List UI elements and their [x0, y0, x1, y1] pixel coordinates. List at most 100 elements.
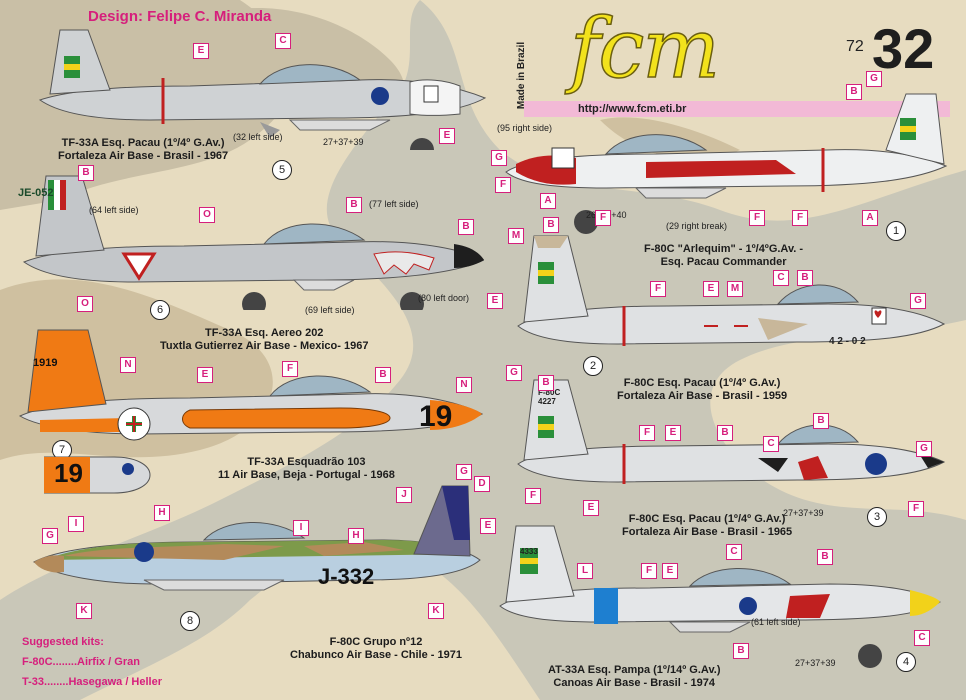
decal-tag-b: B: [543, 217, 559, 233]
decal-tag-b: B: [717, 425, 733, 441]
decal-tag-e: E: [487, 293, 503, 309]
aircraft-bort: 19: [54, 458, 83, 488]
kits-heading: Suggested kits:: [22, 636, 104, 648]
note-61-left-side: (61 left side): [751, 617, 801, 627]
aircraft-subtitle: Tuxtla Gutierrez Air Base - Mexico- 1967: [160, 340, 369, 352]
aircraft-serial: JE-052: [18, 187, 54, 199]
aircraft-number-badge: 8: [180, 611, 200, 631]
aircraft-number-badge: 6: [150, 300, 170, 320]
decal-tag-k: K: [76, 603, 92, 619]
decal-tag-b: B: [846, 84, 862, 100]
note-29-right-break: (29 right break): [666, 221, 728, 231]
decal-tag-g: G: [910, 293, 926, 309]
decal-tag-j: J: [396, 487, 412, 503]
decal-tag-f: F: [282, 361, 298, 377]
decal-tag-m: M: [508, 228, 524, 244]
url-bar: [524, 101, 950, 117]
aircraft-7-nose-detail: [44, 456, 151, 494]
decal-tag-h: H: [348, 528, 364, 544]
design-credit: Design: Felipe C. Miranda: [88, 8, 272, 25]
decal-tag-d: D: [474, 476, 490, 492]
decal-tag-b: B: [733, 643, 749, 659]
aircraft-subtitle: 11 Air Base, Beja - Portugal - 1968: [218, 469, 395, 481]
aircraft-title: TF-33A Esq. Aereo 202: [205, 327, 324, 339]
aircraft-caption: F-80C Grupo nº12 Chabunco Air Base - Chi…: [290, 636, 462, 662]
decal-tag-c: C: [914, 630, 930, 646]
decal-tag-f: F: [525, 488, 541, 504]
aircraft-7-profile: [18, 329, 484, 441]
decal-tag-e: E: [665, 425, 681, 441]
aircraft-caption: F-80C Esq. Pacau (1º/4º G.Av.) Fortaleza…: [617, 377, 787, 403]
decal-tag-g: G: [916, 441, 932, 457]
decal-tag-a: A: [862, 210, 878, 226]
decal-tag-c: C: [773, 270, 789, 286]
aircraft-title: F-80C Esq. Pacau (1º/4º G.Av.): [628, 513, 786, 525]
scale-label: 72: [846, 38, 864, 55]
aircraft-4-profile: [499, 525, 941, 668]
aircraft-title: TF-33A Esquadrão 103: [247, 456, 366, 468]
aircraft-caption: F-80C "Arlequim" - 1º/4ºG.Av. - Esq. Pac…: [644, 243, 803, 269]
suggested-kits: Suggested kits: F-80C........Airfix / Gr…: [22, 632, 162, 692]
decal-tag-f: F: [749, 210, 765, 226]
aircraft-serial: 1919: [33, 357, 58, 369]
decal-tag-b: B: [78, 165, 94, 181]
aircraft-subtitle: Fortaleza Air Base - Brasil - 1959: [617, 390, 788, 402]
note-32-left-side: (32 left side): [233, 132, 283, 142]
aircraft-subtitle: Chabunco Air Base - Chile - 1971: [290, 649, 462, 661]
aircraft-caption: TF-33A Esq. Aereo 202 Tuxtla Gutierrez A…: [160, 327, 368, 353]
decal-tag-b: B: [817, 549, 833, 565]
decal-tag-c: C: [763, 436, 779, 452]
decal-tag-c: C: [726, 544, 742, 560]
aircraft-2-profile: [517, 235, 946, 346]
kit-line-f80c: F-80C........Airfix / Gran: [22, 656, 140, 668]
aircraft-8-profile: [33, 485, 481, 591]
decal-tag-c: C: [275, 33, 291, 49]
combo-number: 27+37+39: [323, 137, 364, 147]
aircraft-6-profile: [22, 175, 484, 310]
decal-tag-b: B: [813, 413, 829, 429]
decal-tag-i: I: [68, 516, 84, 532]
decal-tag-e: E: [662, 563, 678, 579]
aircraft-serial: F-80C 4227: [538, 388, 561, 406]
brand-logo: fcm: [569, 1, 721, 98]
aircraft-caption: AT-33A Esq. Pampa (1º/14º G.Av.) Canoas …: [548, 664, 720, 690]
decal-tag-b: B: [538, 375, 554, 391]
note-77-left-side: (77 left side): [369, 199, 419, 209]
decal-tag-l: L: [577, 563, 593, 579]
aircraft-subtitle: Fortaleza Air Base - Brasil - 1965: [622, 526, 793, 538]
sheet-number: 32: [872, 17, 935, 80]
website-url: http://www.fcm.eti.br: [578, 103, 687, 115]
aircraft-bort: 19: [419, 400, 453, 433]
decal-tag-e: E: [703, 281, 719, 297]
combo-number: 27+37+39: [783, 508, 824, 518]
decal-tag-f: F: [641, 563, 657, 579]
decal-tag-k: K: [428, 603, 444, 619]
decal-tag-g: G: [456, 464, 472, 480]
combo-number: 27+37+39: [795, 658, 836, 668]
aircraft-caption: F-80C Esq. Pacau (1º/4º G.Av.) Fortaleza…: [622, 513, 792, 539]
aircraft-subtitle: Esq. Pacau Commander: [660, 256, 787, 268]
aircraft-number-badge: 5: [272, 160, 292, 180]
decal-tag-e: E: [439, 128, 455, 144]
aircraft-title: F-80C "Arlequim" - 1º/4ºG.Av. -: [644, 243, 804, 255]
aircraft-title: TF-33A Esq. Pacau (1º/4º G.Av.): [61, 137, 225, 149]
aircraft-number-badge: 3: [867, 507, 887, 527]
aircraft-title: F-80C Grupo nº12: [329, 636, 423, 648]
decal-tag-b: B: [797, 270, 813, 286]
decal-tag-f: F: [495, 177, 511, 193]
aircraft-caption: TF-33A Esq. Pacau (1º/4º G.Av.) Fortalez…: [58, 137, 228, 163]
aircraft-number-badge: 1: [886, 221, 906, 241]
decal-tag-h: H: [154, 505, 170, 521]
decal-tag-g: G: [42, 528, 58, 544]
aircraft-1-profile: [505, 93, 948, 234]
aircraft-5-profile: [38, 29, 487, 150]
decal-tag-f: F: [639, 425, 655, 441]
note-80-left-door: (80 left door): [418, 293, 470, 303]
decal-tag-m: M: [727, 281, 743, 297]
aircraft-number-badge: 4: [896, 652, 916, 672]
decal-tag-f: F: [650, 281, 666, 297]
aircraft-caption: TF-33A Esquadrão 103 11 Air Base, Beja -…: [218, 456, 395, 482]
decal-tag-n: N: [456, 377, 472, 393]
aircraft-serial: 4333: [520, 547, 538, 556]
aircraft-bort: 4 2 - 0 2: [829, 336, 866, 347]
